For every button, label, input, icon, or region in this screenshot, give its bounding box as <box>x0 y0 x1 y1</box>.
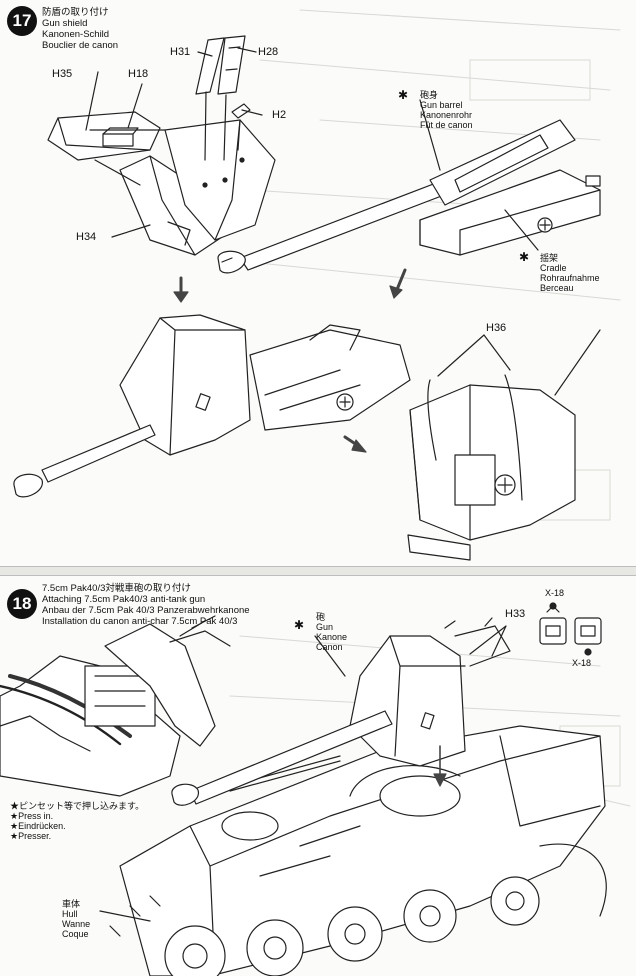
press-in-note-en: ★Press in. <box>10 811 54 821</box>
step-18-illustration <box>0 602 631 976</box>
step-17-title-jp: 防盾の取り付け <box>42 7 109 18</box>
hull-label-fr: Coque <box>62 929 89 939</box>
part-label-h35: H35 <box>52 68 73 80</box>
gun-barrel-label-en: Gun barrel <box>420 100 463 110</box>
hull-label-jp: 車体 <box>62 899 81 909</box>
cradle-label: 揺架 Cradle Rohraufnahme Berceau <box>540 253 600 293</box>
step-18-title: 7.5cm Pak40/3対戦車砲の取り付け Attaching 7.5cm P… <box>42 583 250 627</box>
gun-barrel-label-de: Kanonenrohr <box>420 110 473 120</box>
cradle-label-fr: Berceau <box>540 283 574 293</box>
gun-barrel-label-jp: 砲身 <box>420 90 439 100</box>
gun-label-de: Kanone <box>316 632 348 642</box>
hull-label-de: Wanne <box>62 919 91 929</box>
step-17-number: 17 <box>12 11 32 30</box>
part-label-h34: H34 <box>76 231 97 243</box>
hull-label: 車体 Hull Wanne Coque <box>62 899 90 939</box>
part-label-h28: H28 <box>258 46 279 58</box>
step-18-title-en: Attaching 7.5cm Pak40/3 anti-tank gun <box>42 594 206 605</box>
step-18-number-badge: 18 <box>7 589 37 619</box>
step-17-number-badge: 17 <box>7 6 37 36</box>
step-18-title-de: Anbau der 7.5cm Pak 40/3 Panzerabwehrkan… <box>42 605 250 616</box>
step-17-illustration <box>13 9 621 561</box>
part-label-h2: H2 <box>272 109 287 121</box>
part-label-h31: H31 <box>170 46 191 58</box>
press-in-note-de: ★Eindrücken. <box>10 821 66 831</box>
gun-barrel-tool-icon: ✱ <box>398 88 409 102</box>
press-in-note-fr: ★Presser. <box>10 831 52 841</box>
cradle-label-de: Rohraufnahme <box>540 273 600 283</box>
cradle-tool-icon: ✱ <box>519 250 530 264</box>
hull-label-en: Hull <box>62 909 78 919</box>
step-18-number: 18 <box>12 594 32 613</box>
part-label-h18: H18 <box>128 68 149 80</box>
gun-barrel-label-fr: Fût de canon <box>420 120 473 130</box>
step-18-title-jp: 7.5cm Pak40/3対戦車砲の取り付け <box>42 583 191 594</box>
gun-tool-icon: ✱ <box>294 618 305 632</box>
x18-ref-top: X-18 <box>545 588 565 598</box>
step-17-panel: 17 防盾の取り付け Gun shield Kanonen-Schild Bou… <box>7 6 621 561</box>
gun-label-en: Gun <box>316 622 334 632</box>
gun-label: 砲 Gun Kanone Canon <box>316 612 347 652</box>
press-in-note-jp: ★ピンセット等で押し込みます。 <box>10 801 145 811</box>
gun-label-jp: 砲 <box>316 612 326 622</box>
step-18-title-fr: Installation du canon anti-char 7.5cm Pa… <box>42 616 238 627</box>
gun-label-fr: Canon <box>316 642 343 652</box>
press-in-note: ★ピンセット等で押し込みます。 ★Press in. ★Eindrücken. … <box>10 801 144 841</box>
step-separator <box>0 566 636 576</box>
step-17-title-en: Gun shield <box>42 18 88 29</box>
cradle-label-en: Cradle <box>540 263 567 273</box>
cradle-label-jp: 揺架 <box>540 253 559 263</box>
gun-barrel-label: 砲身 Gun barrel Kanonenrohr Fût de canon <box>420 90 473 130</box>
x18-ref-bottom: X-18 <box>572 658 592 668</box>
step-17-title: 防盾の取り付け Gun shield Kanonen-Schild Boucli… <box>42 7 118 51</box>
step-17-title-fr: Bouclier de canon <box>42 40 119 51</box>
step-17-title-de: Kanonen-Schild <box>42 29 110 40</box>
step-18-panel: 18 7.5cm Pak40/3対戦車砲の取り付け Attaching 7.5c… <box>0 576 636 976</box>
part-label-h36: H36 <box>486 322 507 334</box>
part-label-h33: H33 <box>505 608 526 620</box>
